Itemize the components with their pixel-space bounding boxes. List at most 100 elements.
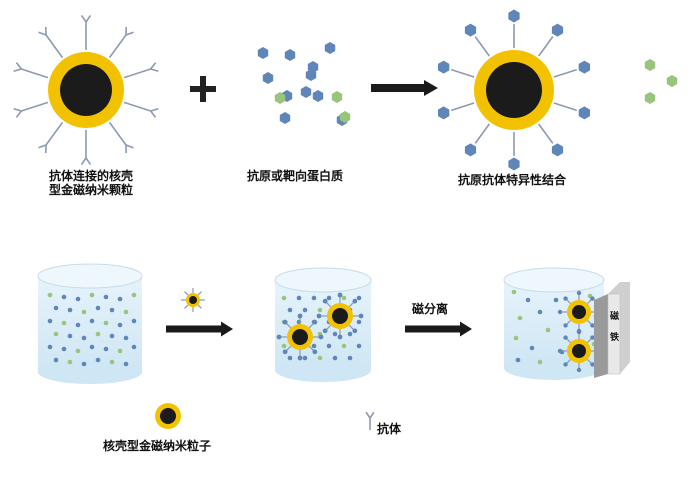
- antibody-linked-nanoparticle: [13, 14, 159, 166]
- magnetic-core: [60, 64, 112, 116]
- protein-dot: [537, 359, 543, 365]
- small-nanoparticle-icon: [181, 288, 205, 312]
- antigen-bound-nanoparticle: [438, 9, 590, 171]
- legend-antibody-label: 抗体: [377, 422, 402, 436]
- protein-dot: [53, 357, 59, 363]
- magnetic-core: [332, 308, 348, 324]
- protein-dot: [109, 359, 115, 365]
- protein-dot: [281, 343, 287, 349]
- protein-dot: [332, 355, 338, 361]
- antibody: [538, 36, 554, 57]
- legend-particle-label: 核壳型金磁纳米粒子: [103, 439, 212, 453]
- protein-dot: [302, 307, 308, 313]
- protein-dot: [47, 318, 53, 324]
- protein-dot: [529, 345, 535, 351]
- antibody: [21, 68, 49, 79]
- protein-dot: [61, 294, 67, 300]
- magnetic-core: [572, 305, 586, 319]
- protein-dot: [67, 359, 73, 365]
- liquid-surface: [37, 263, 143, 289]
- protein-dot: [287, 355, 293, 361]
- protein-dot: [302, 355, 308, 361]
- protein-dot: [81, 361, 87, 367]
- magnet-label-char1: 磁: [610, 312, 620, 322]
- magnetic-core: [189, 296, 197, 304]
- protein-dot: [515, 357, 521, 363]
- bound-antigen: [438, 106, 450, 120]
- binding-label: 抗原抗体特异性结合: [458, 173, 567, 187]
- protein-dot: [75, 348, 81, 354]
- protein-dot: [131, 292, 137, 298]
- bound-antigen: [464, 23, 477, 37]
- protein-dot: [75, 296, 81, 302]
- protein-dot: [545, 327, 551, 333]
- antigen-hexagon: [307, 61, 319, 73]
- bound-antigen: [508, 157, 520, 171]
- antigen-hexagon: [300, 86, 312, 98]
- protein-dot: [81, 309, 87, 315]
- separated-beaker: [503, 267, 605, 380]
- protein-dot: [89, 344, 95, 350]
- protein-dot: [356, 343, 362, 349]
- protein-dot: [517, 315, 523, 321]
- liquid: [275, 280, 371, 370]
- antibody: [450, 102, 475, 112]
- bound-antigen: [578, 60, 590, 74]
- protein-dot: [347, 331, 353, 337]
- magnetic-separation-label: 磁分离: [412, 302, 449, 316]
- protein-dot: [103, 294, 109, 300]
- protein-dot: [356, 295, 362, 301]
- protein-dot: [123, 335, 129, 341]
- protein-hexagon: [331, 91, 343, 103]
- protein-dot: [511, 289, 517, 295]
- liquid-surface: [274, 267, 372, 293]
- protein-hexagon: [666, 75, 678, 87]
- protein-dot: [67, 307, 73, 313]
- protein-dot: [311, 343, 317, 349]
- plus-icon: [190, 76, 216, 102]
- np-label-line1: 抗体连接的核壳: [49, 169, 134, 183]
- bound-antigen: [578, 106, 590, 120]
- protein-hexagon: [644, 59, 656, 71]
- protein-dot: [553, 297, 559, 303]
- protein-dot: [95, 357, 101, 363]
- protein-dot: [537, 309, 543, 315]
- antibody: [538, 123, 554, 144]
- liquid: [38, 276, 142, 372]
- antibody: [123, 101, 151, 112]
- protein-dot: [311, 295, 317, 301]
- protein-dot: [117, 348, 123, 354]
- protein-dot: [61, 320, 67, 326]
- protein-dot: [281, 295, 287, 301]
- protein-dot: [109, 333, 115, 339]
- protein-dot: [47, 344, 53, 350]
- protein-dot: [356, 319, 362, 325]
- legend-particle-icon: [155, 403, 181, 429]
- protein-hexagon: [274, 92, 286, 104]
- antigen-hexagon: [279, 112, 291, 124]
- magnetic-core: [292, 329, 308, 345]
- protein-dot: [61, 346, 67, 352]
- sample-beaker: [37, 263, 143, 384]
- arrow-icon: [405, 321, 472, 337]
- protein-dot: [53, 331, 59, 337]
- protein-dot: [317, 355, 323, 361]
- protein-dot: [109, 307, 115, 313]
- antigen-hexagon: [257, 47, 269, 59]
- protein-dot: [296, 319, 302, 325]
- bound-antigen: [551, 143, 564, 157]
- protein-dot: [287, 307, 293, 313]
- protein-dot: [123, 309, 129, 315]
- protein-dot: [47, 292, 53, 298]
- protein-dot: [123, 361, 129, 367]
- protein-dot: [296, 295, 302, 301]
- antibody: [45, 34, 64, 59]
- protein-dot: [81, 335, 87, 341]
- magnetic-core: [160, 408, 176, 424]
- bound-antigen: [464, 143, 477, 157]
- liquid-surface: [503, 267, 605, 293]
- protein-dot: [131, 318, 137, 324]
- protein-dot: [332, 331, 338, 337]
- antibody: [553, 102, 578, 112]
